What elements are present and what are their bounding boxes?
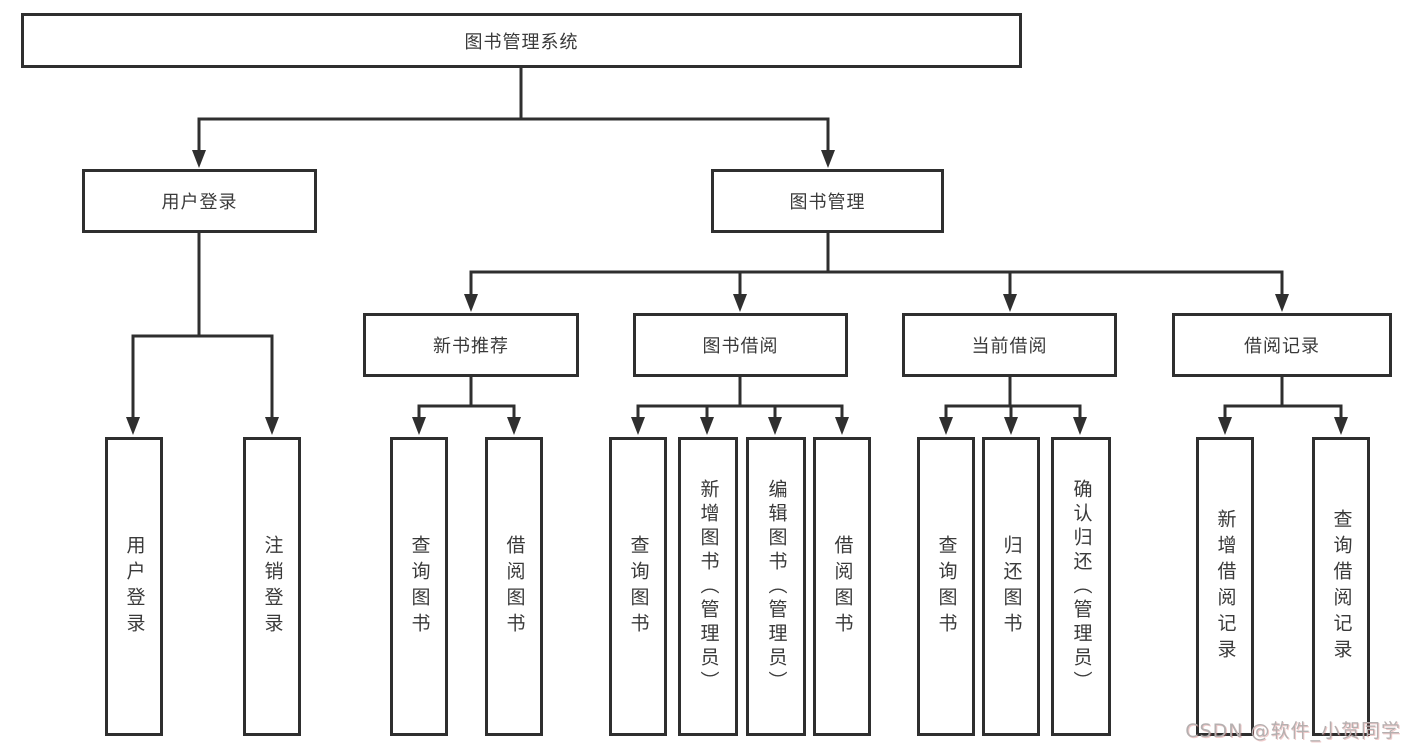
- node-label: 新增图书（管理员）: [697, 478, 720, 695]
- arrow-down-icon: [192, 150, 206, 168]
- arrow-down-icon: [835, 417, 849, 435]
- node-label: 当前借阅: [971, 336, 1048, 357]
- arrow-down-icon: [700, 417, 714, 435]
- node-label: 图书管理: [789, 192, 866, 213]
- node-label: 图书管理系统: [464, 31, 579, 53]
- node-book-borrowing: 图书借阅: [633, 313, 848, 377]
- arrow-down-icon: [1004, 417, 1018, 435]
- node-system-root: 图书管理系统: [21, 13, 1022, 68]
- node-book-management: 图书管理: [711, 169, 944, 233]
- leaf-add-borrow-record: 新增借阅记录: [1196, 437, 1254, 736]
- leaf-confirm-return-admin: 确认归还（管理员）: [1051, 437, 1111, 736]
- node-label: 新增借阅记录: [1214, 508, 1237, 665]
- node-current-borrowing: 当前借阅: [902, 313, 1117, 377]
- leaf-edit-books-admin: 编辑图书（管理员）: [746, 437, 806, 736]
- leaf-user-login: 用户登录: [105, 437, 163, 736]
- arrowhead-icons: [126, 150, 1348, 435]
- leaf-add-books-admin: 新增图书（管理员）: [678, 437, 738, 736]
- node-label: 新书推荐: [433, 336, 509, 357]
- arrow-down-icon: [631, 417, 645, 435]
- arrow-down-icon: [126, 417, 140, 435]
- node-label: 借阅记录: [1244, 336, 1320, 357]
- node-label: 查询借阅记录: [1330, 508, 1353, 665]
- node-label: 借阅图书: [831, 534, 854, 639]
- node-label: 借阅图书: [503, 534, 526, 639]
- arrow-down-icon: [939, 417, 953, 435]
- arrow-down-icon: [1275, 294, 1289, 312]
- arrow-down-icon: [464, 294, 478, 312]
- node-label: 用户登录: [161, 192, 238, 213]
- leaf-query-books-borrowing: 查询图书: [609, 437, 667, 736]
- arrow-down-icon: [412, 417, 426, 435]
- node-borrow-records: 借阅记录: [1172, 313, 1392, 377]
- arrow-down-icon: [768, 417, 782, 435]
- leaf-return-books: 归还图书: [982, 437, 1040, 736]
- leaf-query-books-current: 查询图书: [917, 437, 975, 736]
- node-label: 用户登录: [123, 534, 146, 639]
- node-label: 确认归还（管理员）: [1070, 478, 1093, 695]
- arrow-down-icon: [507, 417, 521, 435]
- node-label: 编辑图书（管理员）: [765, 478, 788, 695]
- leaf-logout: 注销登录: [243, 437, 301, 736]
- csdn-watermark: CSDN @软件_小贺同学: [1185, 720, 1401, 742]
- arrow-down-icon: [1073, 417, 1087, 435]
- arrow-down-icon: [1218, 417, 1232, 435]
- arrow-down-icon: [733, 294, 747, 312]
- leaf-query-books-recommend: 查询图书: [390, 437, 448, 736]
- arrow-down-icon: [1334, 417, 1348, 435]
- arrow-down-icon: [1003, 294, 1017, 312]
- node-label: 注销登录: [261, 534, 284, 639]
- node-label: 查询图书: [408, 534, 431, 639]
- leaf-borrow-books-recommend: 借阅图书: [485, 437, 543, 736]
- leaf-borrow-books-borrowing: 借阅图书: [813, 437, 871, 736]
- arrow-down-icon: [265, 417, 279, 435]
- leaf-query-borrow-record: 查询借阅记录: [1312, 437, 1370, 736]
- node-label: 图书借阅: [702, 336, 779, 357]
- node-label: 归还图书: [1000, 534, 1023, 639]
- arrow-down-icon: [821, 150, 835, 168]
- node-user-login: 用户登录: [82, 169, 317, 233]
- node-new-book-recommend: 新书推荐: [363, 313, 579, 377]
- node-label: 查询图书: [935, 534, 958, 639]
- node-label: 查询图书: [627, 534, 650, 639]
